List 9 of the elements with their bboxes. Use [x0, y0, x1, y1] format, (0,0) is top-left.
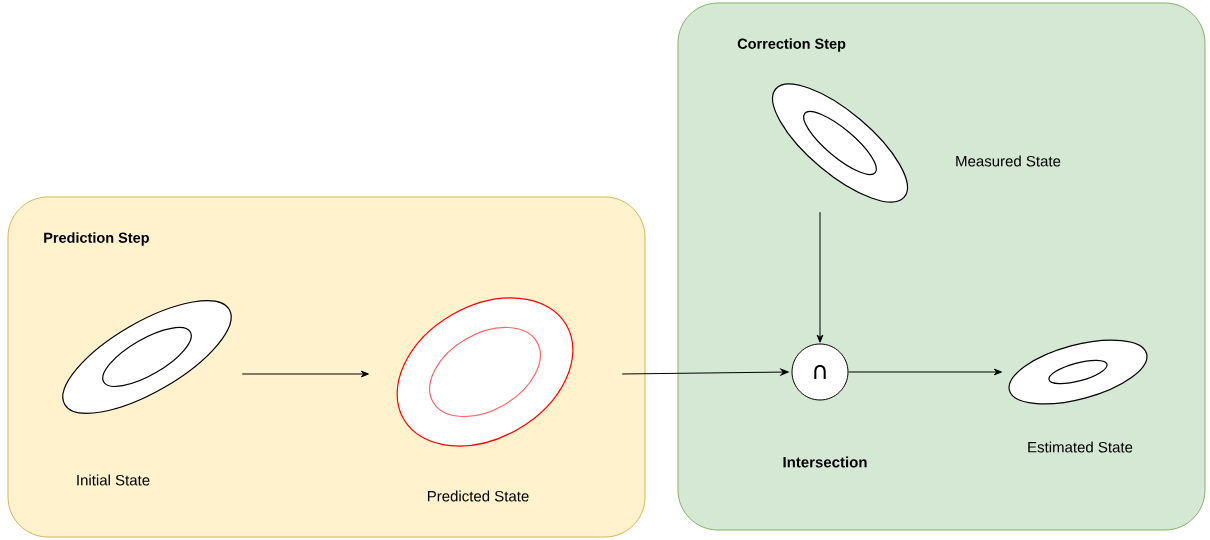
arrow	[816, 211, 824, 343]
node-label: Predicted State	[427, 490, 529, 502]
arrow	[621, 368, 789, 376]
node-label: Initial State	[77, 474, 150, 486]
arrow	[848, 368, 1002, 376]
arrow	[241, 370, 369, 378]
node-label: Measured State	[956, 155, 1061, 167]
node-label: Intersection	[783, 456, 867, 468]
node-label: Estimated State	[1028, 441, 1133, 453]
